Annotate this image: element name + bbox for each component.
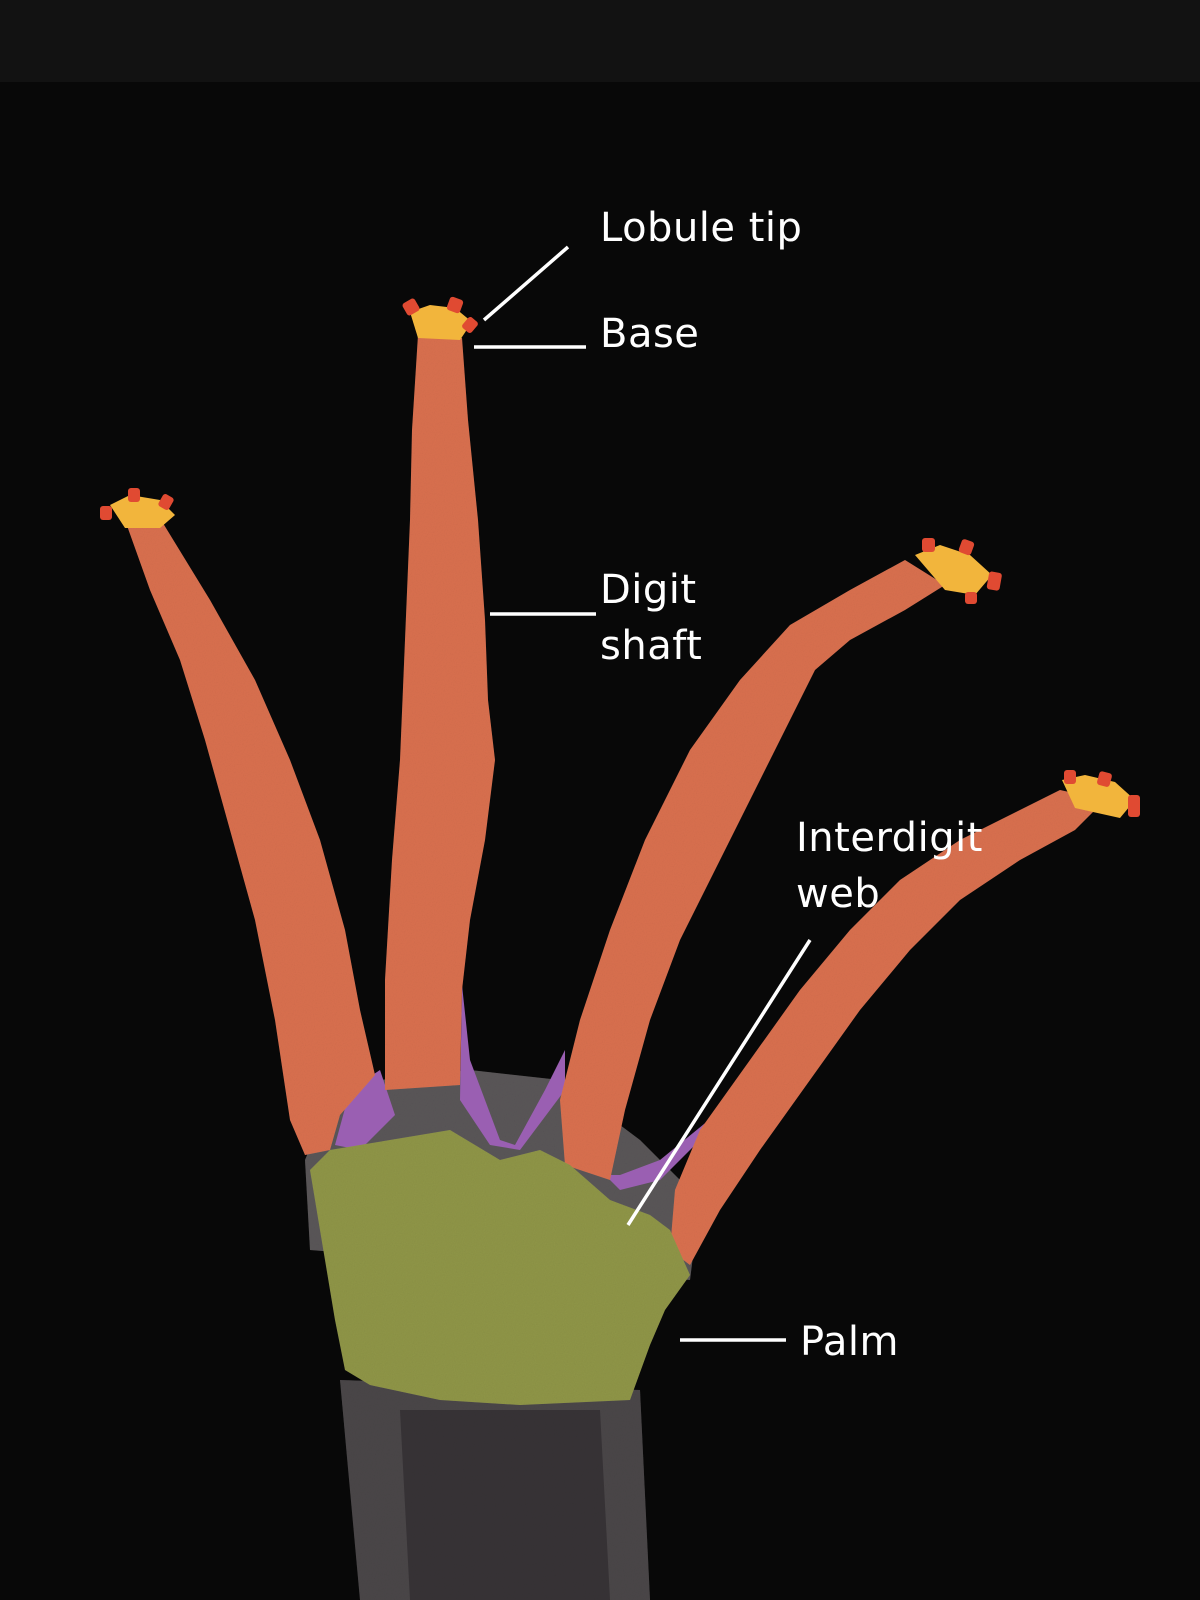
lobule-tips-3 [922, 538, 1002, 604]
lobule-tips-4 [1064, 770, 1140, 817]
lobule-tips-2 [402, 296, 478, 333]
digit-shaft-4 [670, 790, 1105, 1265]
leader-line-interdigit-web [626, 939, 812, 1226]
palm-region [310, 1130, 690, 1405]
lobule-base-4 [1062, 775, 1135, 818]
lobule-tips-1 [100, 488, 174, 520]
label-digit-shaft: Digit shaft [600, 567, 703, 669]
label-palm: Palm [800, 1319, 899, 1365]
label-base: Base [600, 311, 700, 357]
digit-shaft-3 [560, 560, 945, 1180]
top-band [0, 0, 1200, 82]
digit-shaft-1 [125, 515, 375, 1155]
lobule-base-2 [410, 305, 472, 340]
interdigit-web-2 [460, 985, 565, 1150]
digit-shaft-2 [385, 335, 495, 1090]
label-lobule-tip: Lobule tip [600, 205, 803, 251]
lobule-base-3 [915, 545, 992, 595]
label-interdigit-web: Interdigit web [796, 815, 983, 917]
leader-line-lobule-tip [482, 245, 570, 322]
stalk-shadow [400, 1410, 610, 1600]
